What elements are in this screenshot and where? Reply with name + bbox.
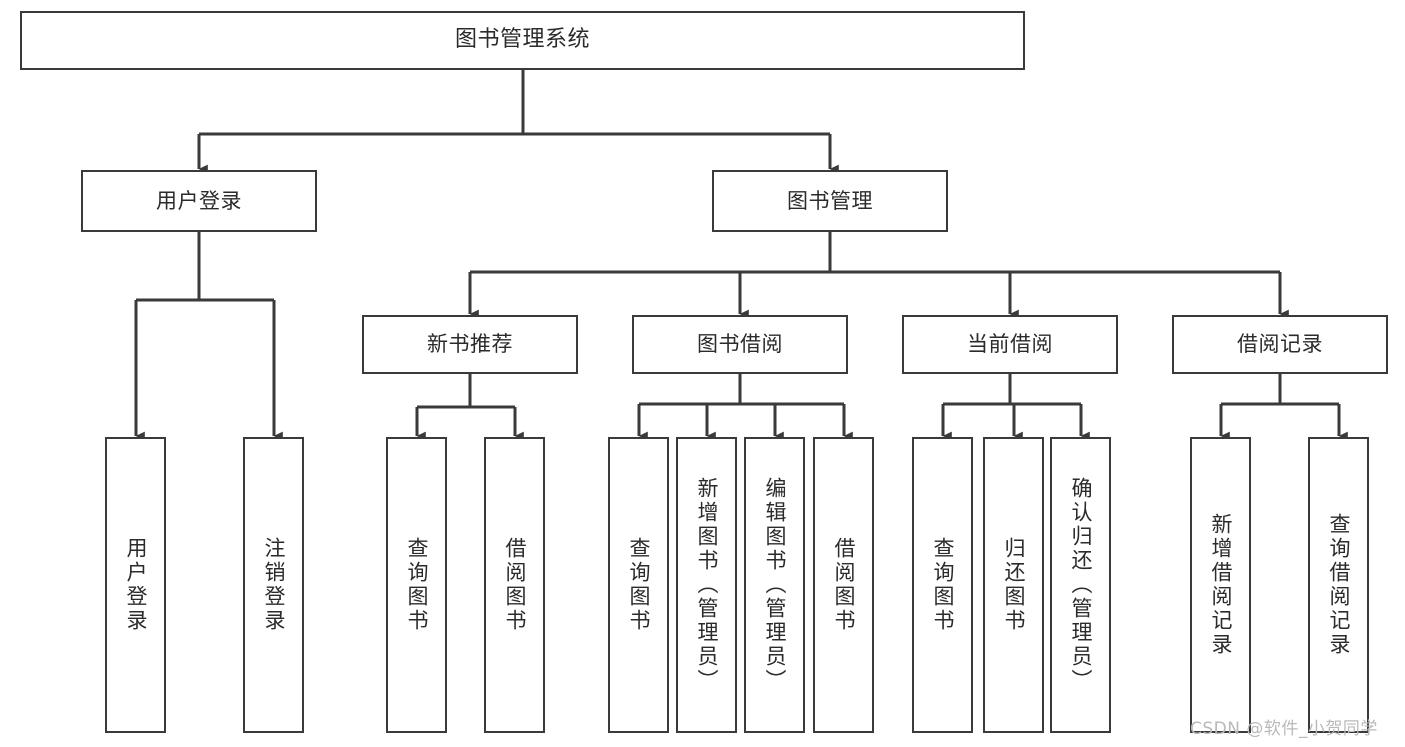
node-book_mgmt[interactable]: 图书管理: [712, 170, 948, 232]
node-leaf_b1[interactable]: 借阅图书: [484, 437, 545, 733]
node-leaf_addlog[interactable]: 新增借阅记录: [1190, 437, 1251, 733]
node-leaf_q3[interactable]: 查询图书: [912, 437, 973, 733]
node-label: 查询图书: [931, 537, 955, 633]
node-leaf_edit[interactable]: 编辑图书（管理员）: [744, 437, 805, 733]
node-label: 查询借阅记录: [1327, 513, 1351, 657]
node-label: 用户登录: [156, 188, 242, 213]
node-label: 归还图书: [1002, 537, 1026, 633]
tree-connectors: [134, 70, 1348, 441]
node-label: 查询图书: [627, 537, 651, 633]
node-leaf_return[interactable]: 归还图书: [983, 437, 1044, 733]
node-label: 查询图书: [405, 537, 429, 633]
node-leaf_logout[interactable]: 注销登录: [243, 437, 304, 733]
node-current_borrow[interactable]: 当前借阅: [902, 315, 1118, 374]
node-label: 新书推荐: [427, 332, 513, 357]
node-label: 新增图书（管理员）: [695, 477, 719, 693]
node-user_login[interactable]: 用户登录: [81, 170, 317, 232]
node-label: 注销登录: [262, 537, 286, 633]
node-label: 新增借阅记录: [1209, 513, 1233, 657]
node-label: 用户登录: [124, 537, 148, 633]
node-label: 图书管理系统: [454, 27, 590, 53]
node-borrow_log[interactable]: 借阅记录: [1172, 315, 1388, 374]
node-borrow_book[interactable]: 图书借阅: [632, 315, 848, 374]
node-leaf_q1[interactable]: 查询图书: [386, 437, 447, 733]
watermark-text: CSDN @软件_小贺同学: [1190, 719, 1378, 739]
node-label: 借阅记录: [1237, 332, 1323, 357]
node-leaf_confirm[interactable]: 确认归还（管理员）: [1050, 437, 1111, 733]
node-leaf_qlog[interactable]: 查询借阅记录: [1308, 437, 1369, 733]
node-root[interactable]: 图书管理系统: [20, 11, 1025, 70]
node-leaf_q2[interactable]: 查询图书: [608, 437, 669, 733]
node-label: 当前借阅: [967, 332, 1053, 357]
node-leaf_login[interactable]: 用户登录: [105, 437, 166, 733]
node-label: 图书借阅: [697, 332, 783, 357]
node-label: 借阅图书: [832, 537, 856, 633]
node-label: 图书管理: [787, 188, 873, 213]
node-leaf_add[interactable]: 新增图书（管理员）: [676, 437, 737, 733]
node-label: 编辑图书（管理员）: [763, 477, 787, 693]
node-label: 确认归还（管理员）: [1069, 477, 1093, 693]
node-leaf_b2[interactable]: 借阅图书: [813, 437, 874, 733]
node-new_rec[interactable]: 新书推荐: [362, 315, 578, 374]
node-label: 借阅图书: [503, 537, 527, 633]
